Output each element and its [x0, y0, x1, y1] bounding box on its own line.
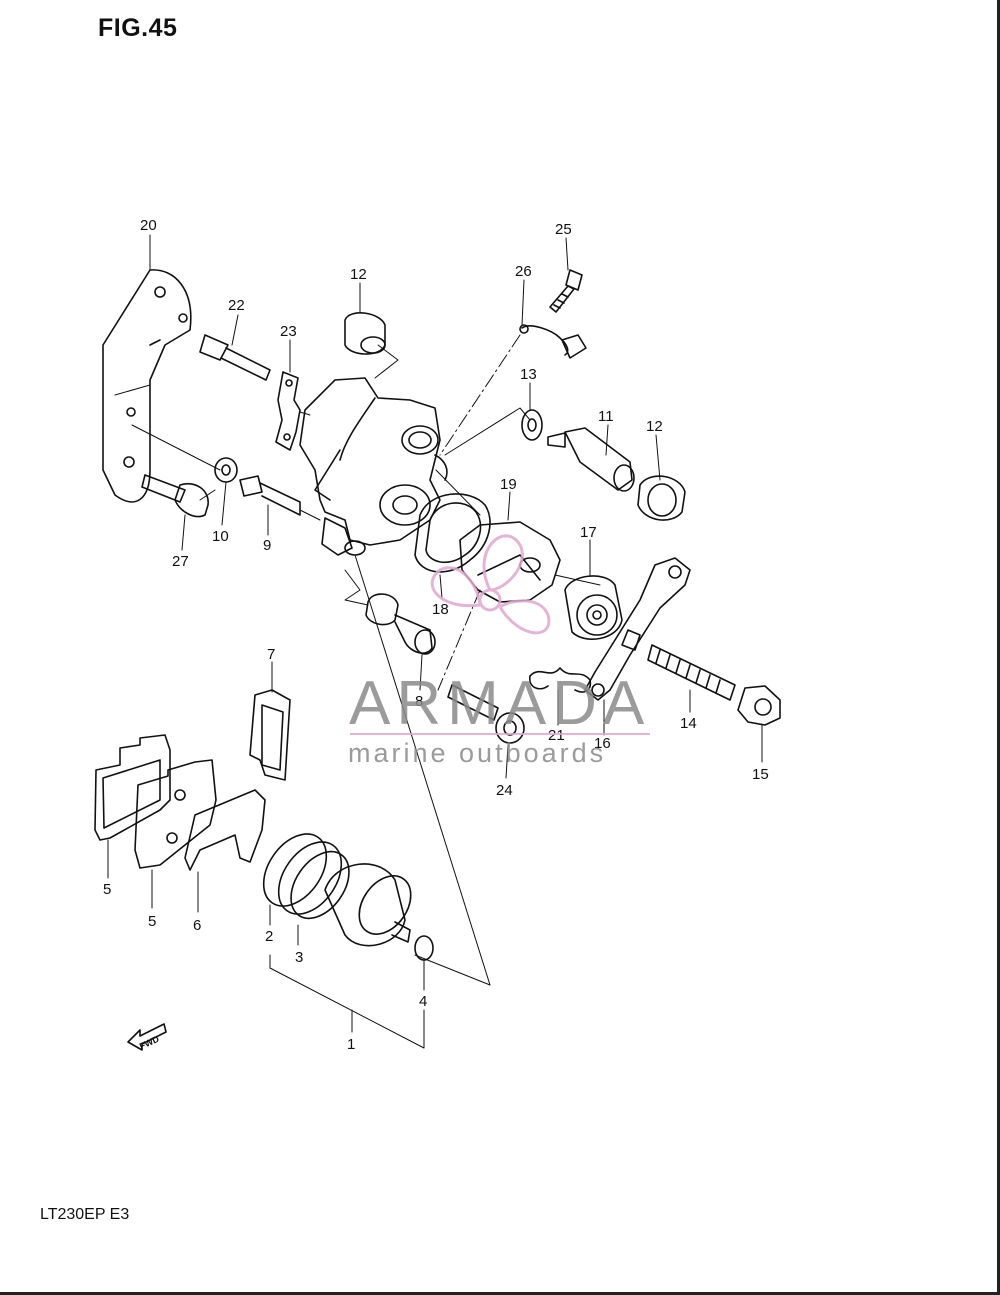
- callout-5-outer: 5: [103, 881, 111, 898]
- callout-26: 26: [515, 263, 532, 280]
- pin-8: [365, 593, 436, 655]
- plate-23: [275, 371, 301, 451]
- callout-2: 2: [265, 928, 273, 945]
- callout-11: 11: [598, 408, 614, 425]
- callout-12-right: 12: [646, 418, 663, 435]
- frame-bottom-border: [0, 1292, 1000, 1295]
- callout-1: 1: [347, 1036, 355, 1053]
- bolt-22: [199, 334, 271, 381]
- washer-10: [214, 457, 238, 483]
- boot-12-upper: [344, 312, 386, 355]
- piston-seal-2: [262, 833, 328, 907]
- assembly-lines: [114, 334, 601, 1049]
- seal-ring-18: [414, 493, 491, 573]
- sleeve-pin-11: [547, 427, 635, 492]
- nut-15: [737, 685, 781, 726]
- brake-pad-5-outer: [94, 734, 171, 841]
- callout-22: 22: [228, 297, 245, 314]
- callout-14: 14: [680, 715, 697, 732]
- callout-3: 3: [295, 949, 303, 966]
- callout-10: 10: [212, 528, 229, 545]
- figure-title: FIG.45: [98, 14, 178, 42]
- pad-spring-6: [184, 789, 266, 871]
- callout-25: 25: [555, 221, 572, 238]
- brake-pad-5-inner: [134, 759, 217, 869]
- callout-leaders: [107, 234, 763, 1033]
- callout-17: 17: [580, 524, 597, 541]
- caliper-body: [299, 377, 448, 556]
- watermark-brand: ARMADA: [349, 669, 650, 738]
- callout-20: 20: [140, 217, 157, 234]
- caliper-bracket: [102, 269, 192, 503]
- callout-4: 4: [419, 993, 427, 1010]
- callout-27: 27: [172, 553, 189, 570]
- watermark-tagline: marine outboards: [348, 738, 606, 768]
- bolt-14: [647, 644, 736, 701]
- callout-16: 16: [594, 735, 611, 752]
- bleeder-cap: [519, 324, 587, 359]
- bolt-27: [141, 474, 209, 518]
- callout-15: 15: [752, 766, 769, 783]
- callout-19: 19: [500, 476, 517, 493]
- pad-shim-7: [249, 689, 291, 781]
- callout-13: 13: [520, 366, 537, 383]
- callout-8: 8: [415, 693, 423, 710]
- fwd-arrow-icon: [127, 1023, 167, 1051]
- piston-1: [324, 863, 412, 947]
- bushing-17: [564, 575, 623, 640]
- callout-5-inner: 5: [148, 913, 156, 930]
- callout-7: 7: [267, 646, 275, 663]
- watermark-propeller-icon: [430, 534, 551, 635]
- model-code: LT230EP E3: [40, 1206, 130, 1223]
- frame-right-border: [997, 0, 1000, 1295]
- callout-23: 23: [280, 323, 297, 340]
- callout-12-upper: 12: [350, 266, 367, 283]
- callout-18: 18: [432, 601, 449, 618]
- pin-9: [239, 475, 301, 516]
- callout-labels: 20 22 23 12 26 25 13 11 12 19 17 27 10 9…: [103, 217, 769, 1053]
- boot-12-right: [637, 475, 686, 521]
- callout-21: 21: [548, 727, 565, 744]
- watermark: ARMADA marine outboards: [348, 534, 650, 768]
- dust-seal-3: [277, 841, 350, 920]
- callout-24: 24: [496, 782, 513, 799]
- lever-16: [584, 557, 691, 701]
- callout-9: 9: [263, 537, 271, 554]
- bleeder-screw: [549, 269, 583, 313]
- callout-6: 6: [193, 917, 201, 934]
- washer-13: [521, 409, 543, 441]
